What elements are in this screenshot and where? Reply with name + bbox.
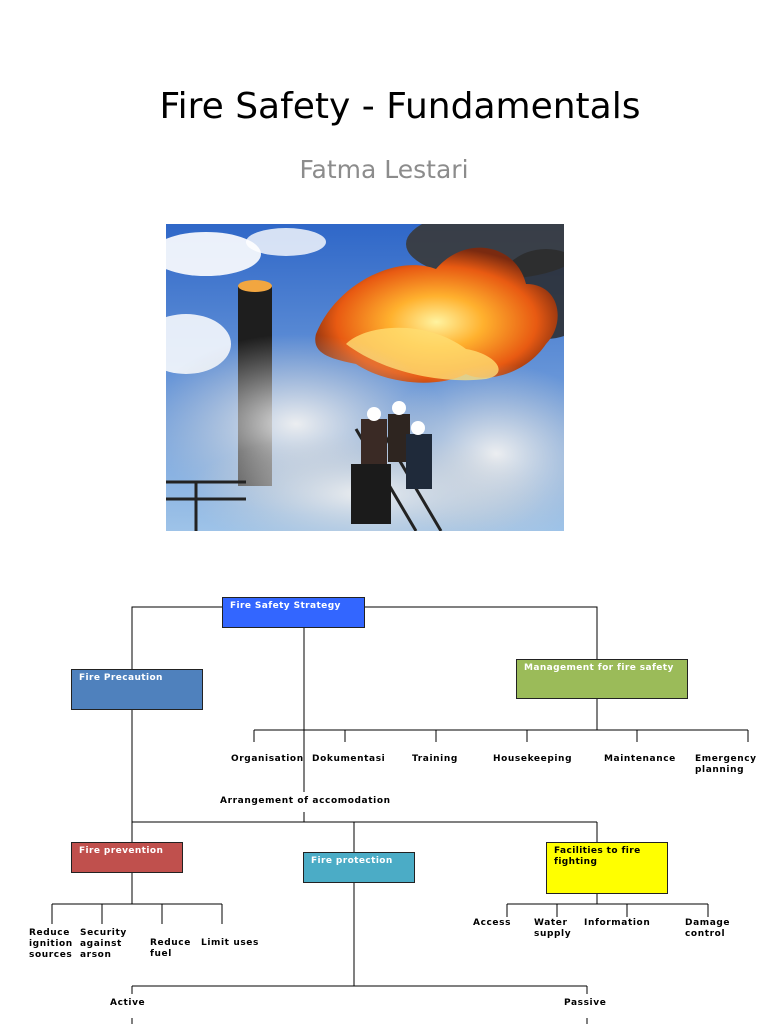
slide-title: Fire Safety - Fundamentals: [159, 86, 641, 127]
fire-safety-strategy-diagram: Fire Safety Strategy Fire Precaution Man…: [0, 560, 768, 1024]
fire-safety-strategy-box: Fire Safety Strategy: [222, 597, 365, 628]
fire-protection-box: Fire protection: [303, 852, 415, 883]
reduce-ignition-label: Reduce ignition sources: [29, 928, 73, 960]
reduce-fuel-label: Reduce fuel: [150, 938, 191, 959]
access-label: Access: [473, 918, 512, 928]
housekeeping-label: Housekeeping: [493, 754, 573, 764]
passive-label: Passive: [564, 998, 607, 1008]
management-for-fire-safety-box: Management for fire safety: [516, 659, 688, 699]
connector-lines: [51, 606, 749, 1024]
active-label: Active: [110, 998, 146, 1008]
security-against-arson-label: Security against arson: [80, 928, 127, 960]
training-label: Training: [412, 754, 458, 764]
fire-photo: [166, 224, 564, 531]
information-label: Information: [584, 918, 651, 928]
arrangement-label: Arrangement of accomodation: [220, 796, 391, 806]
limit-uses-label: Limit uses: [201, 938, 259, 948]
dokumentasi-label: Dokumentasi: [312, 754, 386, 764]
slide-subtitle: Fatma Lestari: [299, 155, 469, 184]
maintenance-label: Maintenance: [604, 754, 676, 764]
fire-prevention-box: Fire prevention: [71, 842, 183, 873]
organisation-label: Organisation: [231, 754, 304, 764]
water-supply-label: Water supply: [534, 918, 572, 939]
emergency-planning-label: Emergency planning: [695, 754, 757, 775]
damage-control-label: Damage control: [685, 918, 731, 939]
fire-precaution-box: Fire Precaution: [71, 669, 203, 710]
facilities-to-fire-fighting-box: Facilities to fire fighting: [546, 842, 668, 894]
